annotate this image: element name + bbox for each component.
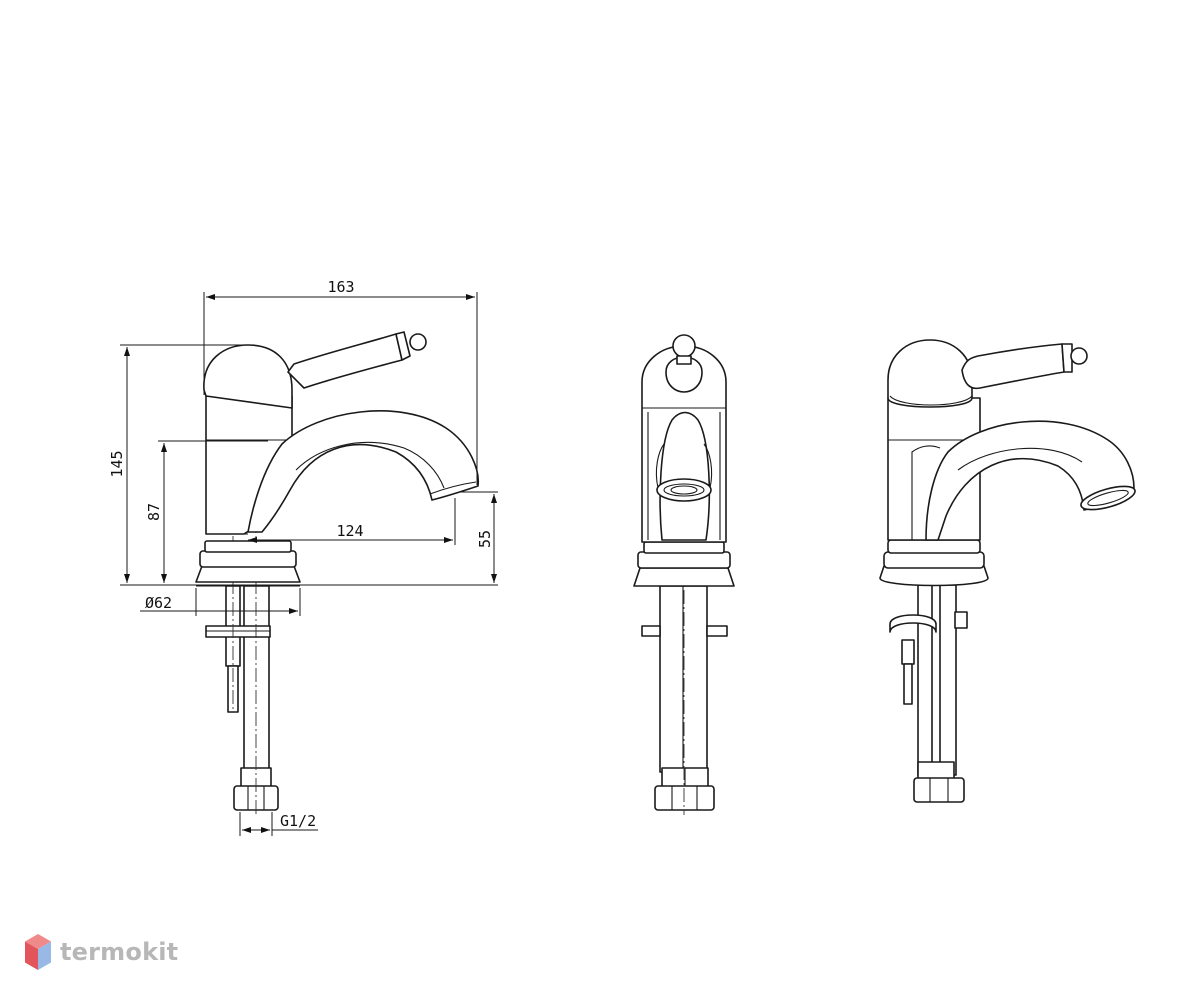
side-view-hoses: [205, 470, 279, 815]
termokit-logo: termokit: [24, 932, 178, 972]
front-view: [633, 334, 735, 815]
dim-145: 145: [108, 450, 126, 477]
side-view-spout: [247, 410, 480, 533]
front-view-hoses: [641, 470, 728, 815]
perspective-view-lever: [961, 343, 1088, 390]
side-view-lever: [287, 331, 427, 389]
front-view-spout: [659, 411, 711, 541]
dim-diameter-62: Ø62: [145, 594, 172, 612]
dim-124: 124: [336, 522, 363, 540]
side-view-base: [195, 540, 301, 587]
perspective-view-hoses: [889, 584, 968, 803]
dim-87: 87: [145, 503, 163, 521]
termokit-logo-text: termokit: [60, 938, 179, 966]
side-view-dimensions: 163 145 87 124 55 Ø62: [108, 278, 498, 836]
dim-163: 163: [327, 278, 354, 296]
side-view: 163 145 87 124 55 Ø62: [108, 278, 498, 836]
side-view-dome: [203, 344, 293, 409]
perspective-view: [879, 339, 1136, 803]
front-view-lever: [665, 334, 703, 393]
dim-55: 55: [476, 530, 494, 548]
termokit-logo-icon: [25, 934, 51, 970]
perspective-view-dome: [887, 339, 973, 408]
dim-g12: G1/2: [280, 812, 316, 830]
